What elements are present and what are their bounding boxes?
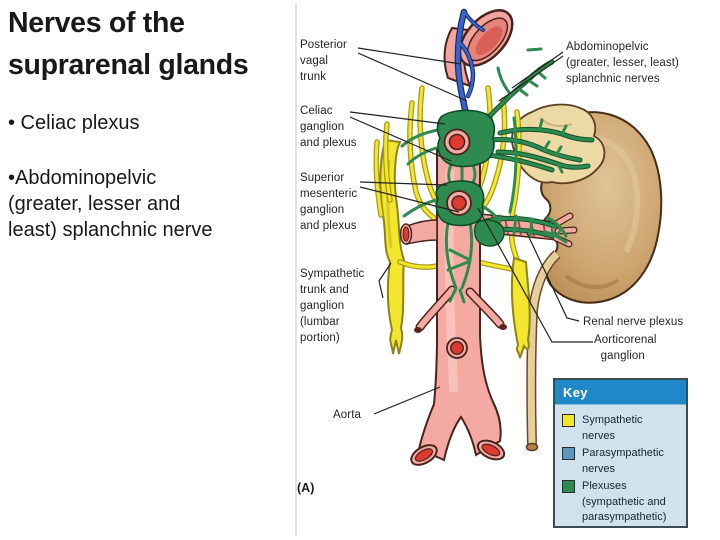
celiac-artery-ring: [443, 128, 471, 156]
label-celiac-ganglion-plexus: Celiac ganglion and plexus: [300, 105, 357, 149]
plexuses-swatch-icon: [562, 480, 575, 493]
key-box: Key Sympathetic nerves Parasympathetic n…: [553, 378, 688, 528]
aorta: [399, 149, 507, 466]
bullet-celiac-plexus: • Celiac plexus: [8, 112, 140, 134]
label-aorticorenal-ganglion: Aorticorenal ganglion: [594, 334, 657, 362]
key-item-sympathetic: Sympathetic nerves: [561, 413, 681, 444]
bullet-abdominopelvic: •Abdominopelvic (greater, lesser and lea…: [8, 167, 213, 241]
superior-mesenteric-artery-ring: [446, 190, 472, 216]
key-item-plexuses: Plexuses (sympathetic and parasympatheti…: [561, 479, 681, 526]
slide-title: Nerves of the suprarenal glands: [8, 7, 249, 81]
sympathetic-swatch-icon: [562, 414, 575, 427]
leader-lines: [349, 47, 593, 415]
label-aorta: Aorta: [333, 409, 361, 421]
key-item-label: Parasympathetic nerves: [582, 447, 664, 475]
key-item-label: Sympathetic nerves: [582, 414, 643, 442]
parasympathetic-swatch-icon: [562, 447, 575, 460]
label-renal-nerve-plexus: Renal nerve plexus: [583, 316, 684, 328]
label-abdominopelvic-splanchnic: Abdominopelvic (greater, lesser, least) …: [566, 41, 679, 85]
label-posterior-vagal-trunk: Posterior vagal trunk: [300, 39, 347, 83]
panel-marker: (A): [297, 481, 315, 495]
label-superior-mesenteric: Superior mesenteric ganglion and plexus: [300, 172, 358, 232]
splanchnic-nerves: [373, 85, 531, 359]
key-header: Key: [555, 380, 686, 405]
key-body: Sympathetic nerves Parasympathetic nerve…: [555, 405, 686, 528]
key-item-parasympathetic: Parasympathetic nerves: [561, 446, 681, 477]
key-item-label: Plexuses (sympathetic and parasympatheti…: [582, 480, 667, 523]
label-sympathetic-trunk: Sympathetic trunk and ganglion (lumbar p…: [300, 268, 365, 344]
key-title: Key: [563, 384, 588, 400]
